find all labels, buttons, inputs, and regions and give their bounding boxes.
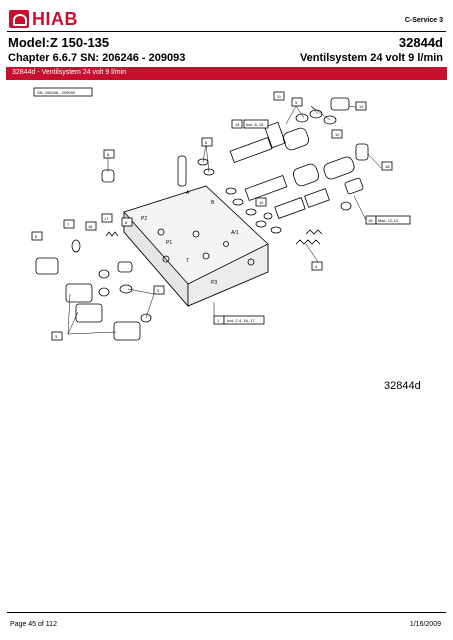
section-bar-label: 32844d - Ventilsystem 24 volt 9 l/min (12, 69, 127, 76)
callout-1: 1 (217, 318, 220, 323)
chapter-title: Chapter 6.6.7 SN: 206246 - 209093 (8, 52, 186, 64)
solenoid-valve-upper (229, 121, 310, 163)
svg-text:A: A (186, 190, 190, 196)
block-marks: P2 P1 B A P3 A/1 T (141, 190, 239, 286)
figure-code: 32844d (384, 380, 421, 392)
callout-3: 3 (55, 334, 58, 339)
footer-divider (7, 612, 446, 613)
sn-label-box (33, 87, 93, 97)
callout-8b: 8 (125, 220, 128, 225)
note-incl-14: Incl. 8, 15 (246, 122, 264, 127)
callout-14: 14 (235, 122, 240, 127)
header-divider (7, 31, 446, 32)
svg-text:P2: P2 (141, 216, 147, 222)
callout-4: 4 (315, 264, 318, 269)
service-label: C-Service 3 (404, 17, 443, 24)
leader-lines (67, 105, 382, 335)
callout-12: 12 (259, 200, 264, 205)
callout-6: 6 (205, 140, 208, 145)
callout-7: 7 (67, 222, 70, 227)
cartridge-right (274, 177, 364, 219)
model-title: Model:Z 150-135 (8, 35, 110, 50)
section-bar: 32844d - Ventilsystem 24 volt 9 l/min (6, 67, 447, 80)
callout-boxes (31, 91, 411, 341)
svg-text:P1: P1 (166, 240, 172, 246)
o-rings (71, 158, 352, 323)
callout-11: 11 (277, 94, 282, 99)
page-number: Page 45 of 112 (10, 621, 57, 628)
valve-block (123, 185, 269, 308)
note-max-16: Max. 12,13 (378, 218, 399, 223)
callout-18: 18 (385, 164, 390, 169)
callout-6b: 6 (35, 234, 38, 239)
exploded-diagram: SN: 206246 - 209093 11 9 13 14 10 6 18 8… (31, 87, 411, 341)
callout-16: 16 (88, 224, 93, 229)
document-date: 1/16/2009 (409, 621, 441, 628)
hex-fittings-left (35, 257, 141, 341)
svg-text:P3: P3 (211, 280, 217, 286)
svg-text:T: T (186, 258, 189, 264)
callout-17: 17 (104, 216, 109, 221)
callout-8: 8 (107, 152, 110, 157)
callout-5: 5 (157, 288, 160, 293)
callout-9: 9 (295, 100, 298, 105)
note-incl-1: Incl. 2-4, 16, 17 (227, 318, 255, 323)
callout-labels: SN: 206246 - 209093 11 9 13 14 10 6 18 8… (35, 90, 399, 339)
svg-text:A/1: A/1 (231, 230, 239, 236)
svg-text:B: B (211, 200, 215, 206)
system-title: Ventilsystem 24 volt 9 l/min (299, 52, 443, 64)
part-code: 32844d (398, 35, 443, 50)
solenoid-valve-lower (244, 156, 355, 201)
callout-15: 15 (368, 218, 373, 223)
hiab-logo: HIAB (9, 9, 105, 29)
callout-10: 10 (335, 132, 340, 137)
hiab-logo-icon (9, 10, 29, 28)
logo-text: HIAB (32, 8, 78, 29)
callout-13: 13 (359, 104, 364, 109)
sn-label-text: SN: 206246 - 209093 (37, 90, 76, 95)
